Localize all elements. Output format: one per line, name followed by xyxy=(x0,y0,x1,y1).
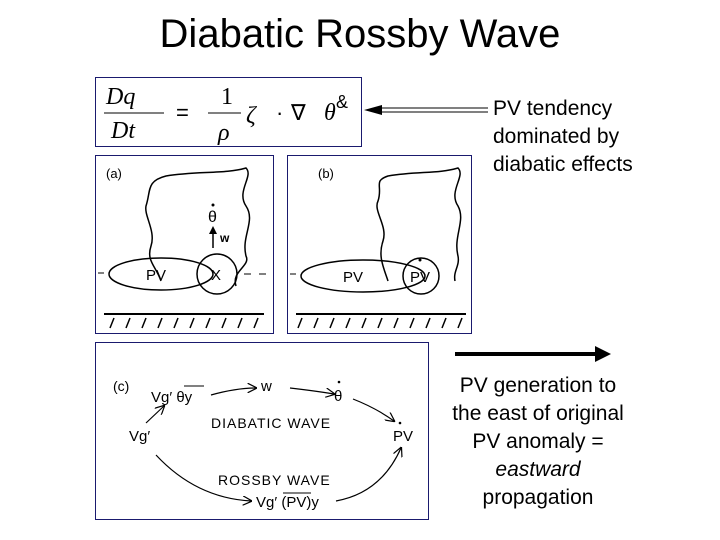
w-label: w xyxy=(219,231,230,245)
diabatic-wave-label: DIABATIC WAVE xyxy=(211,415,331,431)
note-line: dominated by xyxy=(493,125,620,148)
equation-box: Dq Dt = 1 ρ ζ · ∇ θ & xyxy=(95,77,362,147)
slide-title: Diabatic Rossby Wave xyxy=(159,12,561,56)
panel-b-label: (b) xyxy=(318,166,334,181)
eq-theta: θ xyxy=(324,100,336,126)
panel-c: (c) Vg′ θy w θ PV Vg′ DIABATIC WAVE ROSS… xyxy=(95,342,429,520)
vg-theta-y: Vg′ θy xyxy=(151,389,193,406)
vg-node: Vg′ xyxy=(129,428,150,445)
eq-one: 1 xyxy=(221,84,233,110)
propagation-note: PV generation to the east of original PV… xyxy=(432,372,644,512)
eastward-arrow-icon xyxy=(455,346,611,362)
x-label: X xyxy=(211,267,221,284)
note-line: the east of original xyxy=(452,402,624,425)
note-line-italic: eastward xyxy=(495,458,581,481)
pv-dot-node: PV xyxy=(393,428,413,445)
eq-zeta: ζ xyxy=(246,103,258,129)
eq-equals: = xyxy=(176,100,189,125)
eq-dot: · xyxy=(276,100,283,125)
vg-pv-y-node: Vg′ (PV)y xyxy=(256,494,319,511)
note-line: PV generation to xyxy=(459,374,617,397)
equation: Dq Dt = 1 ρ ζ · ∇ θ & xyxy=(104,84,348,146)
pv-label: PV xyxy=(146,267,166,284)
eq-nabla: ∇ xyxy=(290,100,306,125)
pv-label: PV xyxy=(343,269,363,286)
eq-numerator: Dq xyxy=(105,84,135,110)
note-line: diabatic effects xyxy=(493,153,633,176)
panel-a: (a) θ w PV X xyxy=(95,155,274,334)
theta-dot-node: θ xyxy=(334,388,342,405)
w-node: w xyxy=(260,378,272,395)
panel-b: (b) PV PV xyxy=(287,155,472,334)
eq-denominator: Dt xyxy=(110,118,136,144)
rossby-wave-label: ROSSBY WAVE xyxy=(218,472,331,488)
note-line: propagation xyxy=(482,486,594,509)
pv-tendency-note: PV tendency dominated by diabatic effect… xyxy=(493,95,633,179)
note-line: PV tendency xyxy=(493,97,613,120)
pv-dot-label: PV xyxy=(410,269,430,286)
eq-amp: & xyxy=(336,92,348,112)
panel-a-label: (a) xyxy=(106,166,122,181)
eq-rho: ρ xyxy=(217,120,230,146)
panel-c-label: (c) xyxy=(113,378,129,394)
flow-arrows xyxy=(145,388,401,501)
note-line: PV anomaly = xyxy=(472,430,604,453)
double-arrow-icon xyxy=(364,105,488,115)
theta-dot-label: θ xyxy=(208,209,217,226)
